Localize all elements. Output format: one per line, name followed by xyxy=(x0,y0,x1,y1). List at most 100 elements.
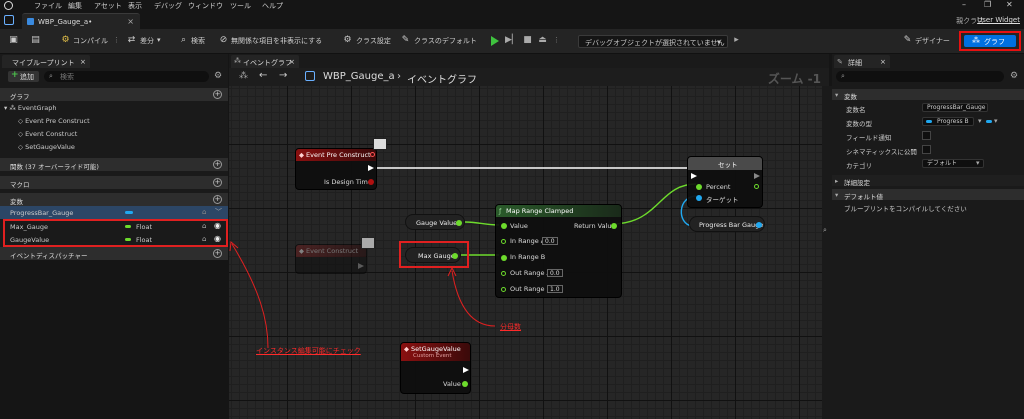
designer-icon[interactable]: ✎ xyxy=(903,35,912,45)
close-window-icon[interactable]: ✕ xyxy=(1006,0,1013,9)
close-panel-icon[interactable]: × xyxy=(880,58,886,66)
category-select[interactable]: デフォルト xyxy=(922,159,984,168)
search-icon[interactable]: ⌕ xyxy=(180,35,187,45)
out-range-b-input[interactable]: 1.0 xyxy=(547,285,563,293)
class-defaults-button[interactable]: クラスのデフォルト xyxy=(414,37,477,45)
object-target-pin-icon[interactable] xyxy=(696,195,702,201)
compile-button[interactable]: コンパイル xyxy=(73,37,108,45)
expose-cinematics-checkbox[interactable] xyxy=(922,145,931,154)
class-settings-button[interactable]: クラス設定 xyxy=(356,37,391,45)
hide-unrelated-icon[interactable]: ⊘ xyxy=(219,35,228,45)
close-tab-icon[interactable]: × xyxy=(289,58,295,66)
compile-icon[interactable]: ⚙ xyxy=(61,35,70,45)
variable-row-progressbar[interactable]: ProgressBar_Gauge ⌂ ﹀ xyxy=(0,206,228,219)
browse-icon[interactable]: ▤ xyxy=(31,35,40,45)
play-icon[interactable] xyxy=(491,36,499,46)
collapsed-panel-icon[interactable]: ⌕ xyxy=(823,226,827,234)
diff-icon[interactable]: ⇄ xyxy=(127,35,136,45)
exec-out-pin-icon[interactable] xyxy=(368,165,374,171)
float-in-pin-icon[interactable] xyxy=(501,239,506,244)
settings-gear-icon[interactable]: ⚙ xyxy=(214,71,223,81)
event-graph-canvas[interactable]: ◆ Event Pre Construct Is Design Time ◆ E… xyxy=(229,86,829,419)
exec-out-pin-icon[interactable] xyxy=(463,367,469,373)
eject-icon[interactable]: ⏏ xyxy=(538,35,547,45)
debug-object-select[interactable]: デバッグオブジェクトが選択されていません ▾ xyxy=(578,35,728,48)
add-dispatcher-icon[interactable]: + xyxy=(213,249,222,258)
details-search-input[interactable]: ⌕ xyxy=(836,71,1004,82)
section-event-dispatchers[interactable]: イベントディスパッチャー + xyxy=(0,247,228,260)
chevron-down-icon[interactable]: ﹀ xyxy=(215,208,222,216)
forward-arrow-icon[interactable]: → xyxy=(279,70,288,81)
variable-row-max-gauge[interactable]: Max_Gauge Float ⌂ ◉ xyxy=(0,220,228,233)
menu-asset[interactable]: アセット xyxy=(94,2,122,10)
variable-type-select[interactable]: Progress B xyxy=(922,117,974,126)
float-out-pin-icon[interactable] xyxy=(456,220,462,226)
add-function-icon[interactable]: + xyxy=(213,160,222,169)
breadcrumb-root[interactable]: WBP_Gauge_a xyxy=(323,71,395,82)
node-set-percent[interactable]: セット Percent ターゲット xyxy=(687,156,763,208)
float-out-pin-icon[interactable] xyxy=(754,184,759,189)
node-get-progress-bar[interactable]: Progress Bar Gauge xyxy=(689,216,765,232)
variable-name-input[interactable]: ProgressBar_Gauge xyxy=(922,103,988,112)
container-type-icon[interactable] xyxy=(986,120,992,123)
chevron-down-icon[interactable]: ▾ xyxy=(994,117,998,125)
section-variables[interactable]: 変数 + xyxy=(0,193,228,206)
float-out-pin-icon[interactable] xyxy=(462,381,468,387)
menu-help[interactable]: ヘルプ xyxy=(262,2,283,10)
class-defaults-icon[interactable]: ✎ xyxy=(401,35,410,45)
find-debug-object-icon[interactable]: ▸ xyxy=(734,35,739,45)
details-tab[interactable]: ✎ 詳細 × xyxy=(834,55,890,68)
exec-out-pin-icon[interactable] xyxy=(754,173,760,179)
step-icon[interactable]: ▶▏ xyxy=(505,35,519,45)
exec-in-pin-icon[interactable] xyxy=(691,173,697,179)
event-graph-tab[interactable]: ⁂ イベントグラフ × xyxy=(231,55,299,68)
menu-window[interactable]: ウィンドウ xyxy=(188,2,223,10)
section-functions[interactable]: 関数 (37 オーバーライド可能) + xyxy=(0,158,228,171)
stop-icon[interactable]: ■ xyxy=(523,35,532,45)
tree-set-gauge-value[interactable]: ◇ SetGaugeValue xyxy=(18,143,75,151)
menu-debug[interactable]: デバッグ xyxy=(154,2,182,10)
bool-pin-icon[interactable] xyxy=(368,179,374,185)
back-arrow-icon[interactable]: ← xyxy=(259,70,268,81)
float-out-pin-icon[interactable] xyxy=(611,223,617,229)
float-in-pin-icon[interactable] xyxy=(501,287,506,292)
node-get-gauge-value[interactable]: Gauge Value xyxy=(405,214,465,230)
object-out-pin-icon[interactable] xyxy=(756,222,762,228)
menu-view[interactable]: 表示 xyxy=(128,2,142,10)
node-event-pre-construct[interactable]: ◆ Event Pre Construct Is Design Time xyxy=(295,148,377,190)
tree-event-pre-construct[interactable]: ◇ Event Pre Construct xyxy=(18,117,90,125)
replication-icon[interactable]: ⌂ xyxy=(202,208,207,216)
graph-menu-icon[interactable]: ⁂ xyxy=(239,71,248,81)
delegate-pin-icon[interactable] xyxy=(370,152,375,157)
node-get-max-gauge[interactable]: Max Gauge xyxy=(405,247,461,263)
out-range-a-input[interactable]: 0.0 xyxy=(547,269,563,277)
document-tab[interactable]: WBP_Gauge_a• × xyxy=(22,13,140,29)
node-map-range-clamped[interactable]: ƒ Map Range Clamped Value Return Value I… xyxy=(495,204,622,298)
section-macros[interactable]: マクロ + xyxy=(0,176,228,189)
my-blueprint-tab[interactable]: マイブループリント × xyxy=(2,55,90,68)
exec-out-pin-icon[interactable] xyxy=(358,263,364,269)
menu-file[interactable]: ファイル xyxy=(34,2,62,10)
designer-button[interactable]: デザイナー xyxy=(915,37,950,45)
add-variable-icon[interactable]: + xyxy=(213,195,222,204)
parent-class-link[interactable]: User Widget xyxy=(977,16,1020,24)
replication-icon[interactable]: ⌂ xyxy=(202,235,207,243)
diff-dropdown-icon[interactable]: ▾ xyxy=(157,36,161,44)
menu-edit[interactable]: 編集 xyxy=(68,2,82,10)
add-graph-icon[interactable]: + xyxy=(213,90,222,99)
field-notify-checkbox[interactable] xyxy=(922,131,931,140)
float-in-pin-icon[interactable] xyxy=(501,255,507,261)
replication-icon[interactable]: ⌂ xyxy=(202,222,207,230)
section-graphs[interactable]: グラフ + xyxy=(0,88,228,101)
float-in-pin-icon[interactable] xyxy=(501,271,506,276)
float-in-pin-icon[interactable] xyxy=(696,184,702,190)
in-range-a-input[interactable]: 0.0 xyxy=(542,237,558,245)
chevron-down-icon[interactable]: ▾ xyxy=(976,159,980,167)
close-panel-icon[interactable]: × xyxy=(80,58,86,66)
details-section-variable[interactable]: ▾ 変数 xyxy=(832,89,1024,101)
float-out-pin-icon[interactable] xyxy=(452,253,458,259)
tree-event-construct[interactable]: ◇ Event Construct xyxy=(18,130,78,138)
play-options-icon[interactable]: ⋮ xyxy=(553,36,560,44)
details-section-advanced[interactable]: ▸ 詳細設定 xyxy=(832,175,1024,187)
restore-icon[interactable]: ❐ xyxy=(984,0,992,9)
